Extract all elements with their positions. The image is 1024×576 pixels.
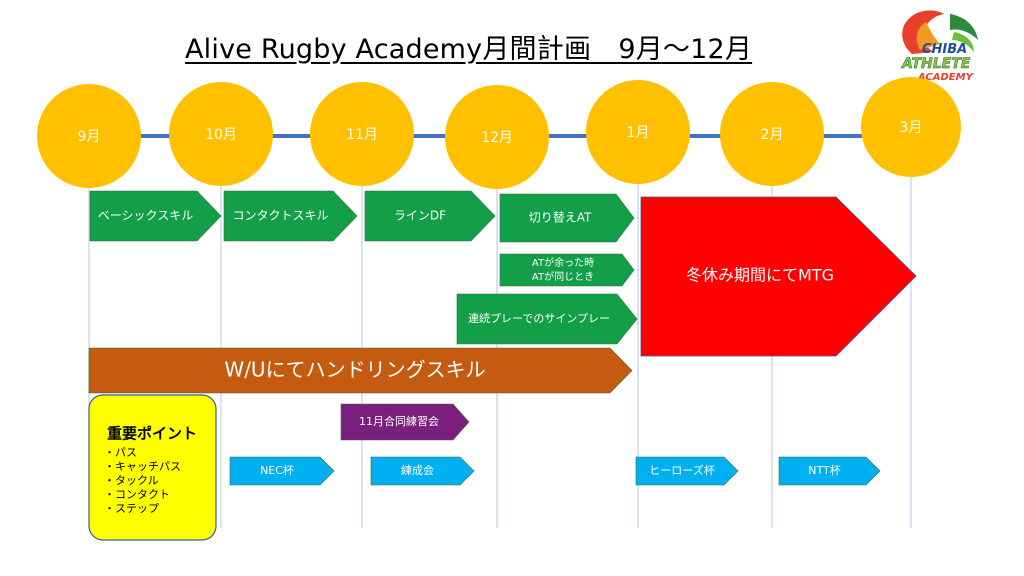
page-title: Alive Rugby Academy月間計画 9月～12月 (185, 34, 753, 65)
event-label: 練成会 (401, 463, 434, 477)
month-label: 3月 (900, 120, 923, 136)
joint-practice-label: 11月合同練習会 (359, 414, 439, 428)
month-circle (445, 85, 549, 189)
important-point-item: ・ステップ (104, 502, 159, 515)
phase-arrow (89, 190, 222, 242)
event-arrow (370, 456, 475, 486)
winter-label: 冬休み期間にてMTG (686, 266, 834, 285)
phase-arrow (499, 253, 635, 287)
winter-arrow (640, 196, 917, 357)
important-point-item: ・パス (104, 446, 137, 459)
event-label: ヒーローズ杯 (649, 463, 714, 477)
phase-label: 連続プレーでのサインプレー (468, 311, 610, 325)
phase-label: ラインDF (394, 209, 446, 223)
logo-text-athlete: ATHLETE (902, 56, 971, 73)
event-arrow (778, 456, 881, 486)
important-point-item: ・キャッチパス (104, 460, 181, 473)
month-circle (310, 82, 414, 186)
phase-label: ATが同じとき (532, 270, 594, 283)
phase-arrow (456, 293, 638, 345)
event-arrow (229, 456, 335, 486)
phase-arrow (223, 190, 358, 242)
logo-text-chiba: CHIBA (922, 42, 968, 57)
logo-emblem-icon (902, 10, 978, 54)
month-circle (861, 77, 961, 177)
event-label: NTT杯 (808, 463, 840, 477)
month-label: 1月 (627, 125, 650, 141)
phase-label: 切り替えAT (529, 211, 592, 225)
phase-label: ATが余った時 (532, 256, 594, 269)
event-label: NEC杯 (260, 463, 294, 477)
chiba-athlete-academy-logo: CHIBA ATHLETE ACADEMY (890, 8, 990, 90)
event-arrow (635, 456, 739, 486)
important-points-title: 重要ポイント (107, 425, 197, 443)
phase-arrow (499, 193, 635, 243)
month-circle (586, 80, 690, 184)
month-circle (720, 82, 824, 186)
month-label: 2月 (761, 127, 784, 143)
joint-practice-arrow (340, 403, 470, 441)
phase-label: ベーシックスキル (98, 209, 193, 223)
phase-arrow (364, 190, 496, 242)
important-point-item: ・コンタクト (104, 488, 170, 501)
important-point-item: ・タックル (104, 474, 159, 487)
month-circle (37, 84, 141, 188)
month-label: 9月 (78, 129, 101, 145)
month-label: 10月 (205, 127, 237, 143)
month-label: 11月 (346, 127, 378, 143)
month-circle (169, 82, 273, 186)
logo-text-academy: ACADEMY (918, 72, 973, 83)
month-label: 12月 (481, 130, 513, 146)
important-points-box (88, 394, 217, 541)
phase-label: コンタクトスキル (232, 209, 328, 223)
warmup-arrow (88, 347, 633, 394)
warmup-label: W/Uにてハンドリングスキル (224, 358, 485, 382)
